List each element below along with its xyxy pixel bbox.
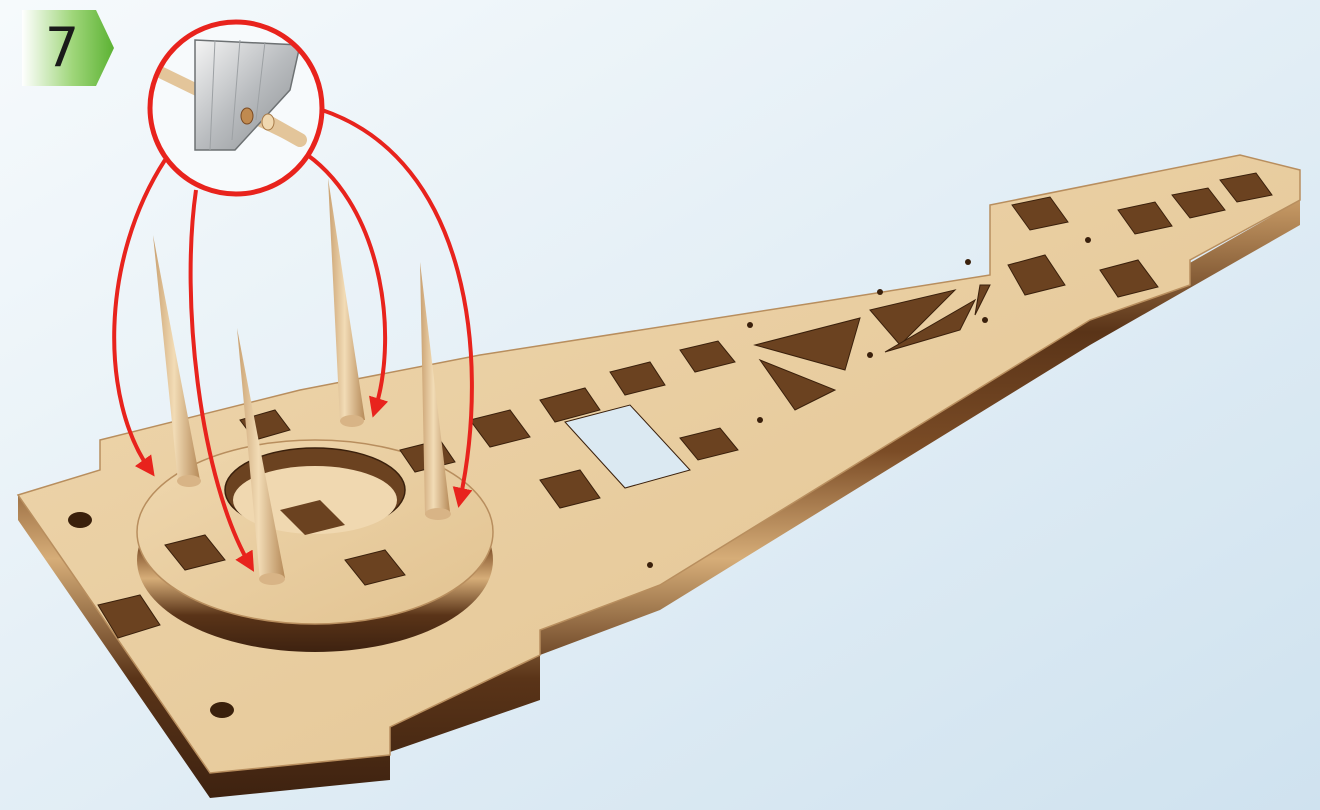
step-number: 7 <box>22 10 102 86</box>
blade-cutting-dowel-icon <box>150 22 322 194</box>
step-badge: 7 <box>22 10 114 86</box>
